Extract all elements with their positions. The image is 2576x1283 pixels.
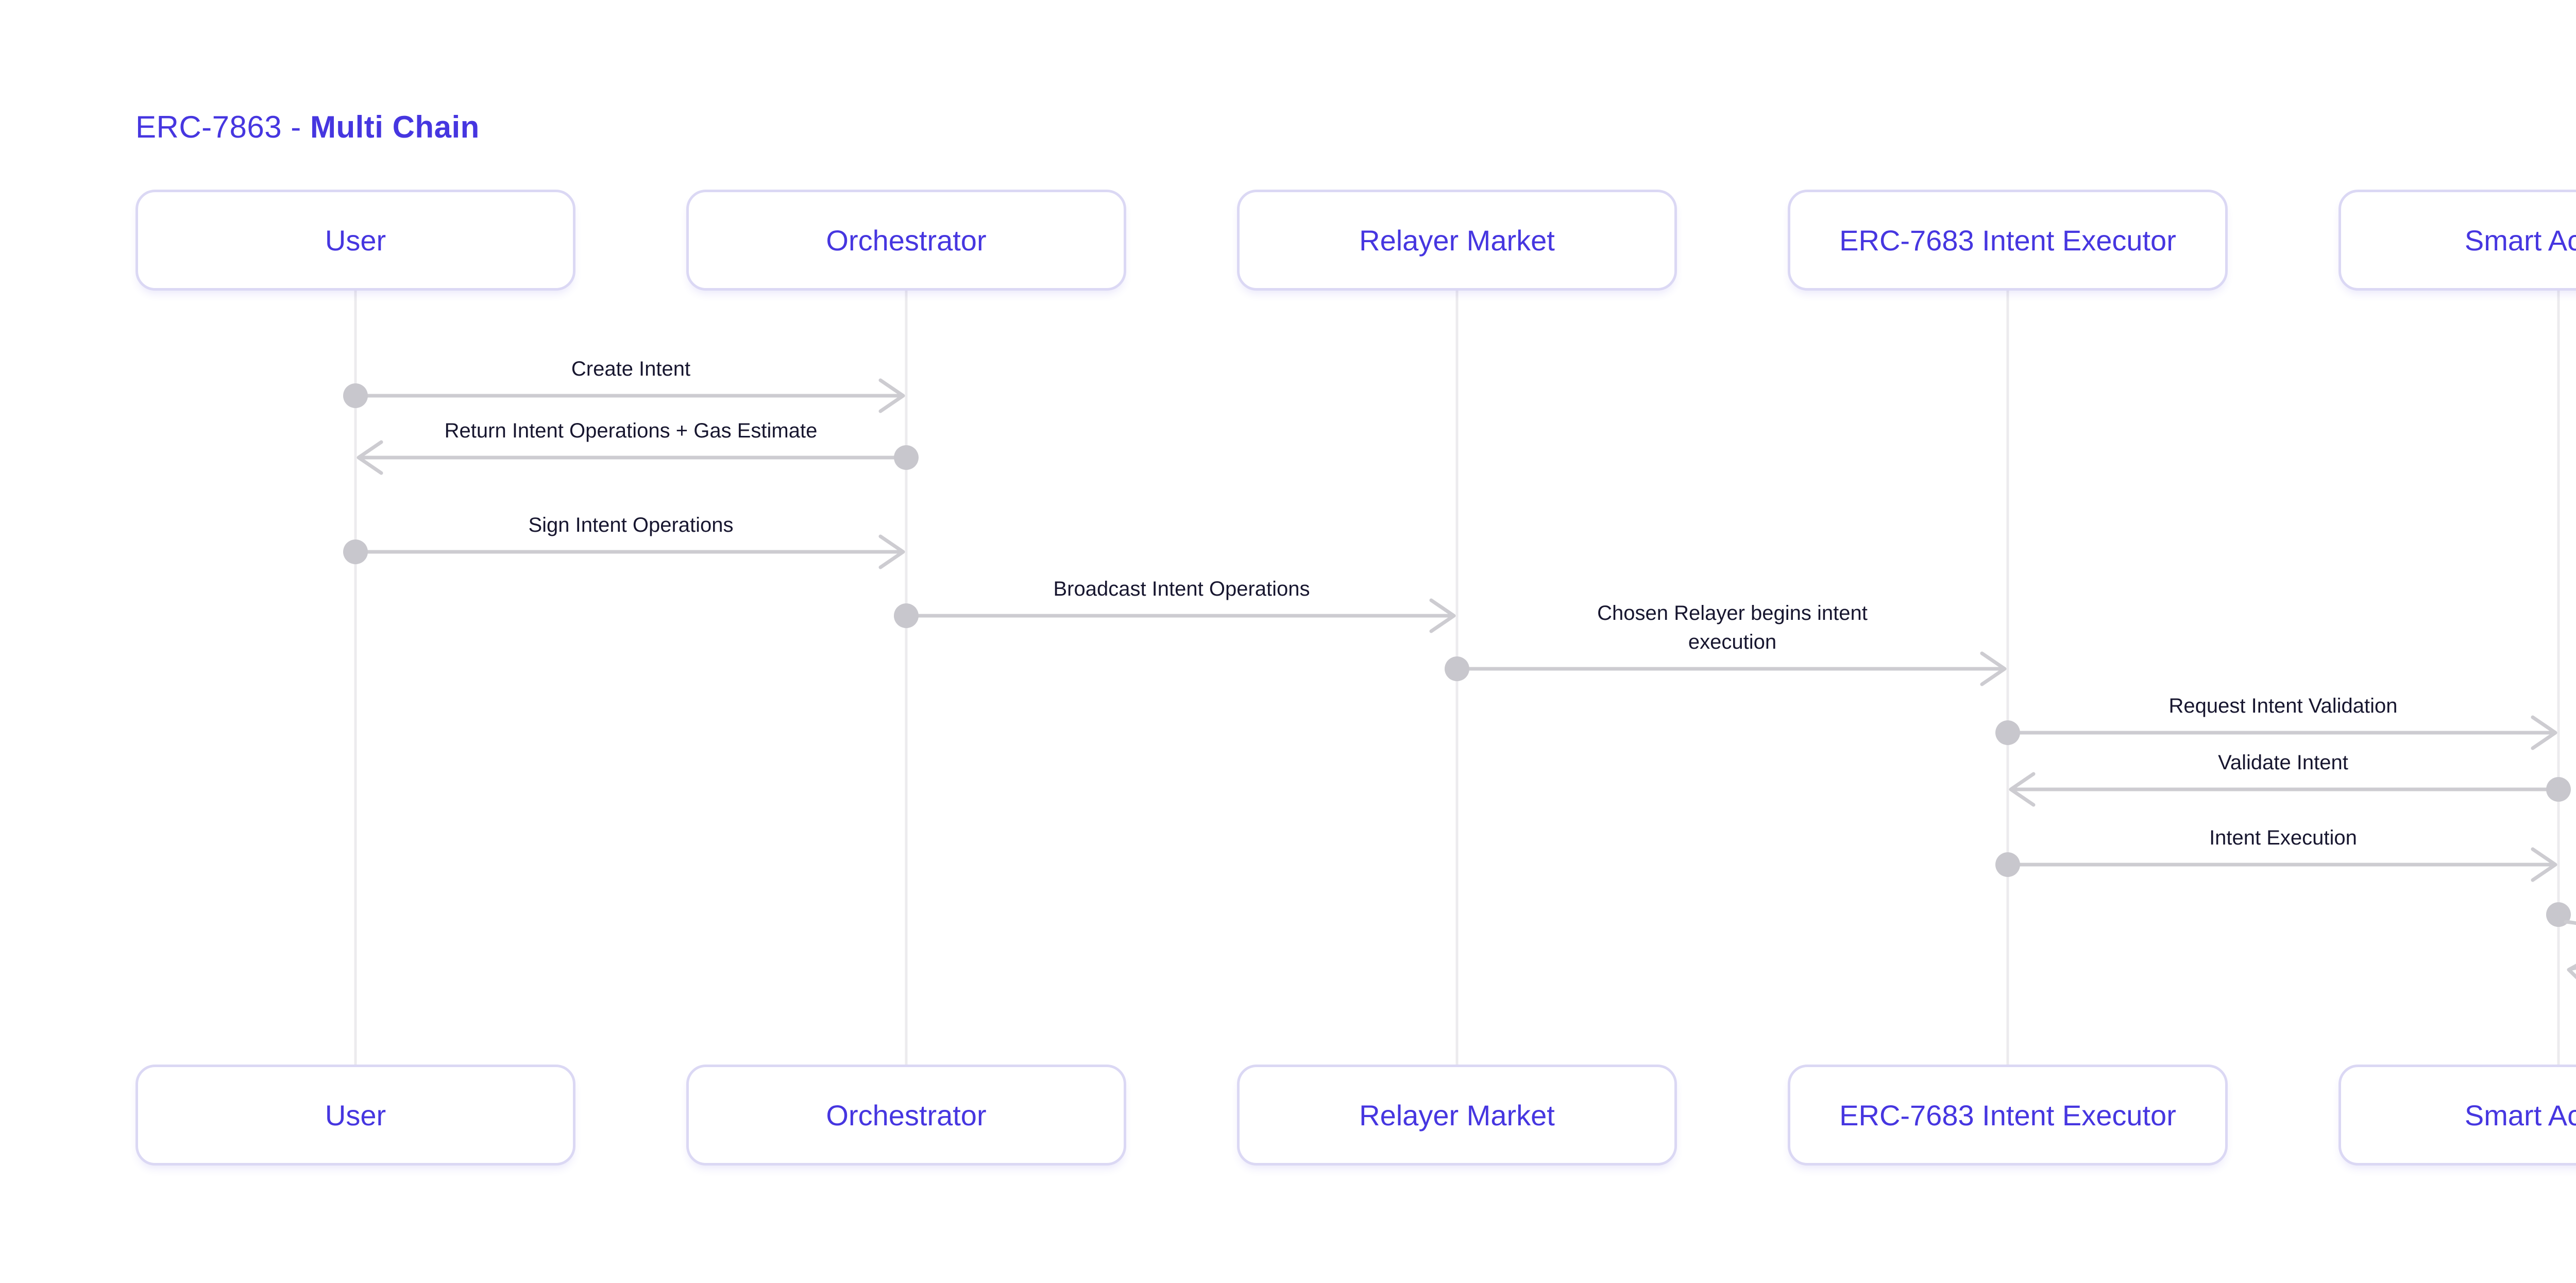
message-label-7: Intent Execution (2008, 823, 2558, 852)
arrowhead-icon (2531, 847, 2557, 882)
participant-label: Orchestrator (826, 224, 987, 257)
participant-label: Smart Account (2464, 1099, 2576, 1132)
arrowhead-icon (2009, 772, 2036, 807)
message-origin-dot-2 (343, 539, 368, 564)
arrowhead-icon (1429, 598, 1456, 633)
message-label-4: Chosen Relayer begins intent execution (1457, 599, 2008, 656)
participant-box-intent-executor-bottom: ERC-7683 Intent Executor (1788, 1065, 2228, 1166)
title-emphasis: Multi Chain (310, 110, 480, 144)
participant-box-orchestrator-top: Orchestrator (686, 190, 1126, 291)
participant-box-smart-account-bottom: Smart Account (2338, 1065, 2576, 1166)
message-label-3: Broadcast Intent Operations (906, 575, 1457, 603)
participant-box-orchestrator-bottom: Orchestrator (686, 1065, 1126, 1166)
participant-box-smart-account-top: Smart Account (2338, 190, 2576, 291)
arrowhead-icon (2531, 715, 2557, 750)
participant-label: Relayer Market (1359, 224, 1555, 257)
arrowhead-icon (1980, 651, 2007, 686)
participant-label: ERC-7683 Intent Executor (1839, 1099, 2176, 1132)
page-title: ERC-7863 - Multi Chain (135, 109, 480, 145)
arrowhead-icon (878, 534, 905, 569)
message-label-2: Sign Intent Operations (355, 511, 906, 539)
message-origin-dot-3 (894, 603, 919, 628)
arrowhead-icon (2567, 954, 2576, 988)
participant-label: Smart Account (2464, 224, 2576, 257)
message-label-line: Chosen Relayer begins intent (1597, 602, 1868, 624)
message-label-1: Return Intent Operations + Gas Estimate (355, 416, 906, 445)
title-prefix: ERC-7863 - (135, 110, 310, 144)
message-label-0: Create Intent (355, 354, 906, 383)
message-label-line: Intent Execution (2209, 826, 2357, 849)
participant-label: Relayer Market (1359, 1099, 1555, 1132)
message-origin-dot-1 (894, 445, 919, 470)
message-label-line: Validate Intent (2218, 751, 2348, 774)
message-origin-dot-5 (1995, 720, 2020, 745)
participant-box-user-bottom: User (135, 1065, 575, 1166)
message-label-line: Broadcast Intent Operations (1053, 578, 1310, 600)
message-origin-dot-6 (2546, 777, 2571, 802)
participant-box-intent-executor-top: ERC-7683 Intent Executor (1788, 190, 2228, 291)
message-label-line: execution (1688, 631, 1777, 653)
message-label-5: Request Intent Validation (2008, 691, 2558, 720)
message-origin-dot-0 (343, 383, 368, 408)
self-loop-arc (2564, 920, 2576, 971)
participant-box-relayer-market-top: Relayer Market (1237, 190, 1677, 291)
arrowhead-icon (878, 378, 905, 413)
message-label-line: Return Intent Operations + Gas Estimate (444, 419, 818, 442)
message-label-line: Create Intent (571, 358, 691, 380)
participant-label: User (325, 1099, 386, 1132)
participant-label: ERC-7683 Intent Executor (1839, 224, 2176, 257)
participant-label: User (325, 224, 386, 257)
message-label-line: Request Intent Validation (2168, 695, 2398, 717)
participant-label: Orchestrator (826, 1099, 987, 1132)
message-origin-dot-4 (1445, 656, 1469, 681)
message-label-line: Sign Intent Operations (528, 514, 734, 536)
arrowhead-icon (357, 440, 383, 475)
participant-box-user-top: User (135, 190, 575, 291)
participant-box-relayer-market-bottom: Relayer Market (1237, 1065, 1677, 1166)
message-origin-dot-7 (1995, 852, 2020, 877)
message-label-6: Validate Intent (2008, 748, 2558, 777)
